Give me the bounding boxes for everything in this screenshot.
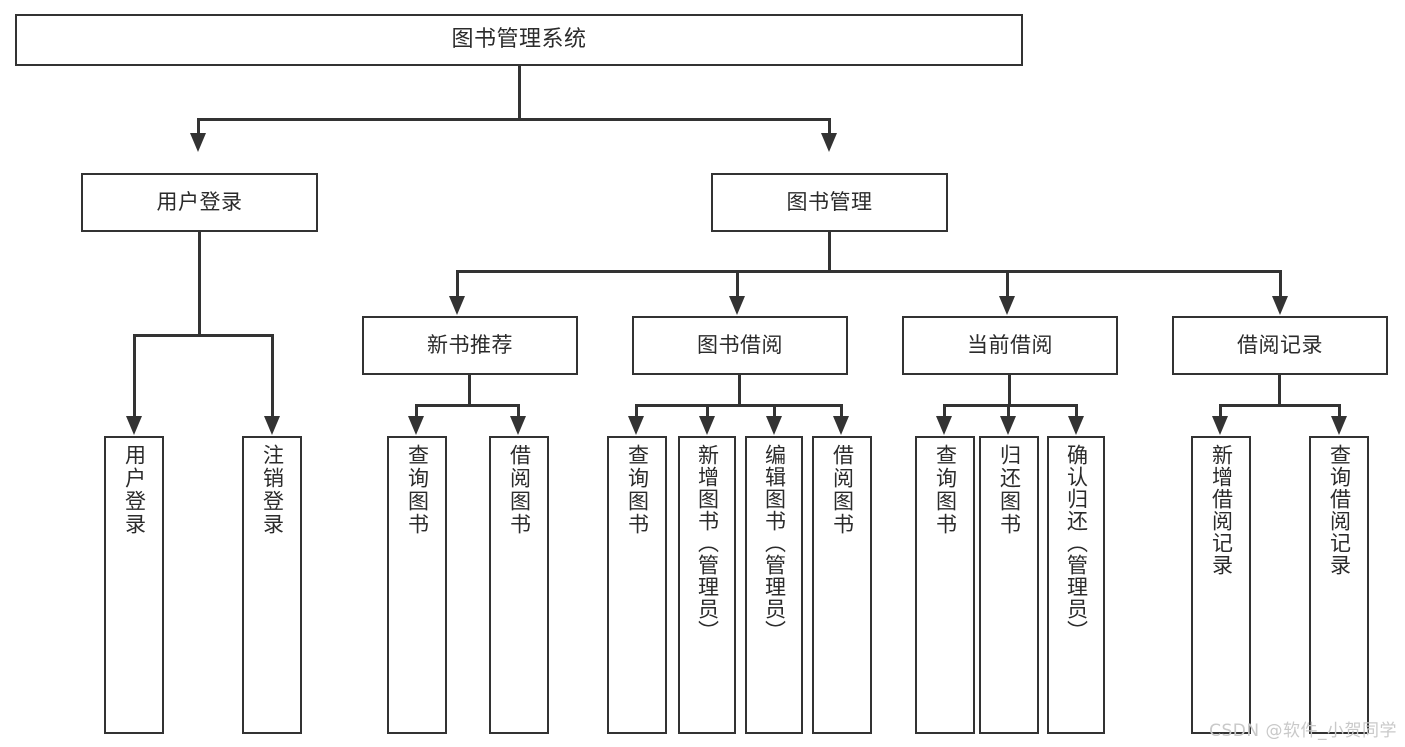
leaf-add-book-admin[interactable]: 新增图书（管理员）	[678, 436, 736, 734]
node-label: 注销登录	[260, 444, 285, 536]
leaf-borrow-book[interactable]: 借阅图书	[812, 436, 872, 734]
node-label: 借阅图书	[830, 444, 855, 536]
node-label: 查询图书	[625, 444, 650, 536]
leaf-edit-book-admin[interactable]: 编辑图书（管理员）	[745, 436, 803, 734]
arrow-to-query-book-3	[936, 416, 952, 435]
leaf-logout[interactable]: 注销登录	[242, 436, 302, 734]
node-book-borrow[interactable]: 图书借阅	[632, 316, 848, 375]
node-label: 图书管理	[786, 190, 873, 215]
leaf-return-book[interactable]: 归还图书	[979, 436, 1039, 734]
node-label: 查询借阅记录	[1327, 444, 1352, 576]
connector-user-login-drop-2	[271, 334, 274, 418]
connector-level2-drop-3	[1006, 270, 1009, 298]
connector-book-borrow-drop-3	[773, 404, 776, 418]
connector-root-drop-left	[197, 118, 200, 135]
arrow-to-book-management	[821, 133, 837, 152]
node-label: 图书管理系统	[451, 27, 587, 53]
arrow-to-borrow-book-2	[833, 416, 849, 435]
node-current-borrow[interactable]: 当前借阅	[902, 316, 1118, 375]
node-label: 查询图书	[405, 444, 430, 536]
node-label: 确认归还（管理员）	[1064, 444, 1089, 642]
arrow-to-query-book-1	[408, 416, 424, 435]
connector-new-book-bus	[415, 404, 520, 407]
arrow-to-add-book	[699, 416, 715, 435]
connector-book-management-stem	[828, 232, 831, 272]
connector-level2-drop-2	[736, 270, 739, 298]
node-label: 图书借阅	[697, 333, 783, 358]
node-label: 归还图书	[997, 444, 1022, 536]
node-label: 当前借阅	[967, 333, 1053, 358]
node-label: 借阅图书	[507, 444, 532, 536]
node-book-management[interactable]: 图书管理	[711, 173, 948, 232]
connector-current-borrow-drop-3	[1075, 404, 1078, 418]
leaf-query-borrow-record[interactable]: 查询借阅记录	[1309, 436, 1369, 734]
leaf-query-book-recommend[interactable]: 查询图书	[387, 436, 447, 734]
connector-new-book-drop-1	[415, 404, 418, 418]
connector-current-borrow-drop-1	[943, 404, 946, 418]
node-new-book-recommend[interactable]: 新书推荐	[362, 316, 578, 375]
connector-root-drop-right	[828, 118, 831, 135]
arrow-to-current-borrow	[999, 296, 1015, 315]
connector-new-book-drop-2	[517, 404, 520, 418]
connector-root-stem	[518, 66, 521, 119]
arrow-to-add-borrow-record	[1212, 416, 1228, 435]
leaf-query-book-current[interactable]: 查询图书	[915, 436, 975, 734]
leaf-confirm-return-admin[interactable]: 确认归还（管理员）	[1047, 436, 1105, 734]
arrow-to-query-borrow-record	[1331, 416, 1347, 435]
connector-book-borrow-stem	[738, 375, 741, 406]
connector-borrow-record-drop-2	[1338, 404, 1341, 418]
connector-level2-drop-1	[456, 270, 459, 298]
arrow-to-logout-leaf	[264, 416, 280, 435]
connector-user-login-bus	[133, 334, 274, 337]
connector-new-book-stem	[468, 375, 471, 406]
arrow-to-book-borrow	[729, 296, 745, 315]
arrow-to-borrow-record	[1272, 296, 1288, 315]
node-label: 新增借阅记录	[1209, 444, 1234, 576]
connector-borrow-record-stem	[1278, 375, 1281, 406]
arrow-to-edit-book	[766, 416, 782, 435]
node-label: 查询图书	[933, 444, 958, 536]
connector-root-bus	[197, 118, 831, 121]
connector-level2-drop-4	[1279, 270, 1282, 298]
node-user-login[interactable]: 用户登录	[81, 173, 318, 232]
leaf-user-login[interactable]: 用户登录	[104, 436, 164, 734]
node-label: 编辑图书（管理员）	[762, 444, 787, 642]
connector-book-borrow-drop-4	[840, 404, 843, 418]
node-label: 新增图书（管理员）	[695, 444, 720, 642]
node-book-management-system[interactable]: 图书管理系统	[15, 14, 1023, 66]
node-label: 新书推荐	[427, 333, 513, 358]
connector-user-login-drop-1	[133, 334, 136, 418]
arrow-to-user-login-leaf	[126, 416, 142, 435]
arrow-to-return-book	[1000, 416, 1016, 435]
leaf-add-borrow-record[interactable]: 新增借阅记录	[1191, 436, 1251, 734]
node-borrow-record[interactable]: 借阅记录	[1172, 316, 1388, 375]
arrow-to-new-book-recommend	[449, 296, 465, 315]
arrow-to-borrow-book-1	[510, 416, 526, 435]
connector-book-borrow-bus	[635, 404, 843, 407]
connector-borrow-record-drop-1	[1219, 404, 1222, 418]
connector-book-borrow-drop-1	[635, 404, 638, 418]
connector-current-borrow-bus	[943, 404, 1078, 407]
connector-level2-bus	[456, 270, 1282, 273]
connector-borrow-record-bus	[1219, 404, 1341, 407]
leaf-query-book-borrow[interactable]: 查询图书	[607, 436, 667, 734]
connector-user-login-stem	[198, 232, 201, 335]
leaf-borrow-book-recommend[interactable]: 借阅图书	[489, 436, 549, 734]
arrow-to-user-login	[190, 133, 206, 152]
connector-current-borrow-stem	[1008, 375, 1011, 406]
node-label: 用户登录	[156, 190, 243, 215]
connector-book-borrow-drop-2	[706, 404, 709, 418]
node-label: 借阅记录	[1237, 333, 1323, 358]
arrow-to-confirm-return	[1068, 416, 1084, 435]
node-label: 用户登录	[122, 444, 147, 536]
arrow-to-query-book-2	[628, 416, 644, 435]
connector-current-borrow-drop-2	[1007, 404, 1010, 418]
